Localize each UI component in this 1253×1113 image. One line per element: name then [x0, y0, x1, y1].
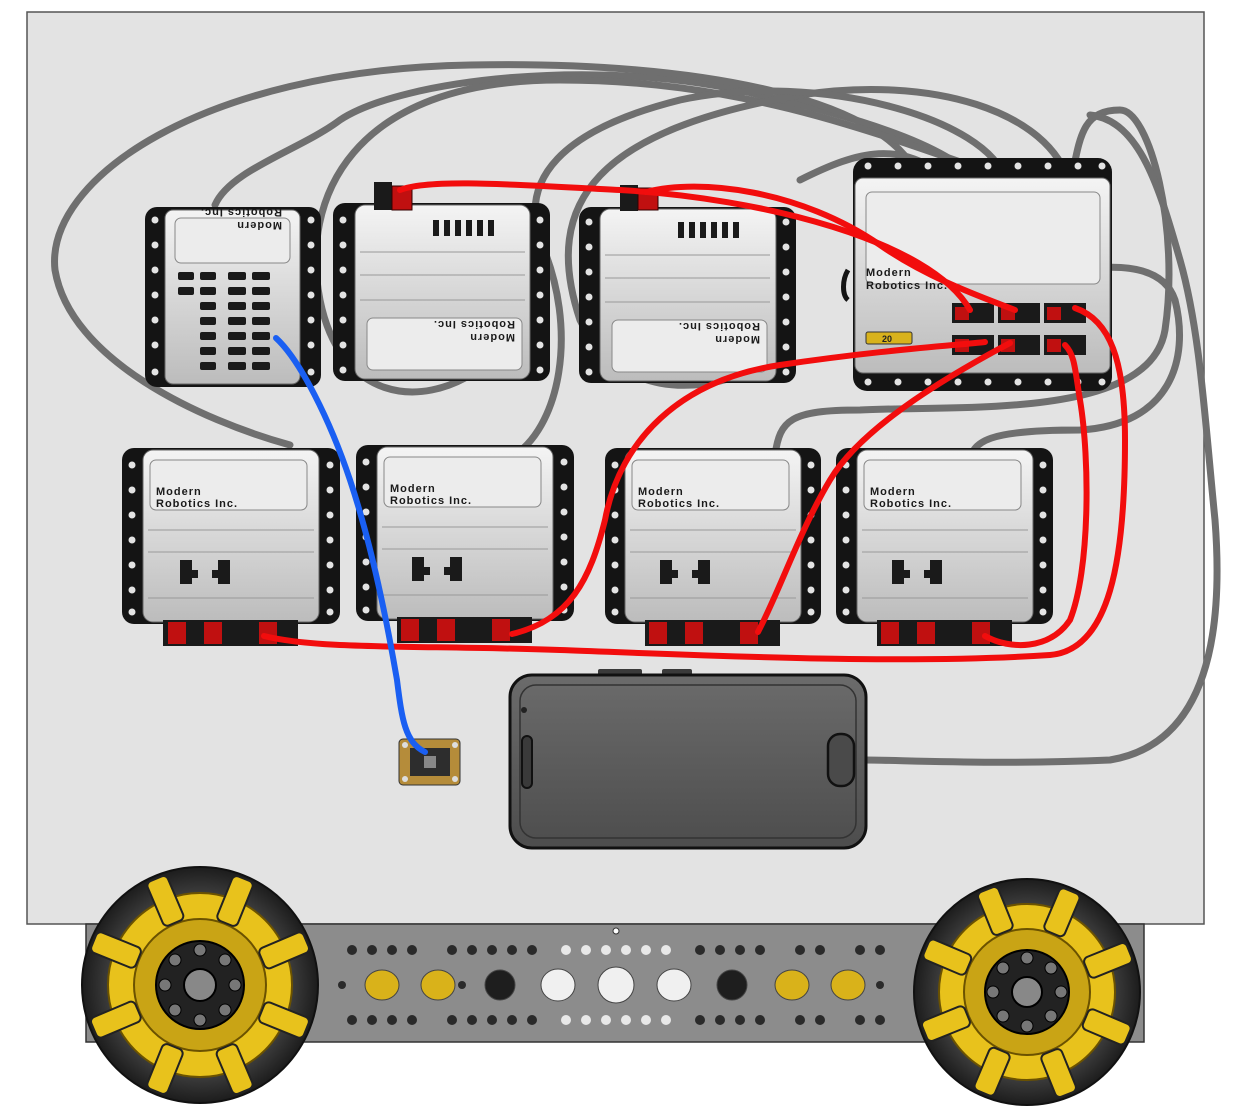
brand-label-motor1-line1: Modern	[156, 486, 202, 498]
motor-controller-3: Modern Robotics Inc.	[605, 448, 821, 646]
brand-label-dim-line2: Robotics Inc.	[200, 206, 282, 218]
mecanum-wheel-right	[913, 878, 1141, 1106]
brand-label-pdm-line1: Modern	[866, 267, 912, 279]
sensor-board	[398, 738, 461, 786]
brand-label-motor2-line1: Modern	[390, 483, 436, 495]
mecanum-wheel-left	[81, 866, 319, 1104]
servo-controller-2: Modern Robotics Inc.	[579, 185, 796, 383]
i2c-wire	[273, 335, 428, 755]
motor-controller-1: Modern Robotics Inc.	[122, 448, 340, 646]
brand-label-servo2-line2: Robotics Inc.	[678, 320, 760, 332]
servo-controller-1: Modern Robotics Inc.	[333, 182, 550, 381]
power-wires	[261, 180, 1128, 663]
brand-label-motor2-line2: Robotics Inc.	[390, 495, 472, 507]
brand-label-pdm-line2: Robotics Inc.	[866, 280, 948, 292]
fuse-label: 20	[882, 334, 892, 344]
brand-label-motor4-line1: Modern	[870, 486, 916, 498]
brand-label-motor4-line2: Robotics Inc.	[870, 498, 952, 510]
motor-controller-4: Modern Robotics Inc.	[836, 448, 1053, 646]
motor-controller-2: Modern Robotics Inc.	[356, 445, 574, 643]
power-distribution-module: Modern Robotics Inc. 20	[841, 158, 1112, 391]
brand-label-motor1-line2: Robotics Inc.	[156, 498, 238, 510]
robot-controller-phone	[508, 669, 868, 850]
brand-label-motor3-line2: Robotics Inc.	[638, 498, 720, 510]
device-interface-module: Modern Robotics Inc.	[145, 206, 321, 387]
brand-label-servo1-line1: Modern	[469, 331, 515, 343]
brand-label-dim-line1: Modern	[236, 219, 282, 231]
brand-label-servo1-line2: Robotics Inc.	[433, 318, 515, 330]
brand-label-servo2-line1: Modern	[714, 333, 760, 345]
brand-label-motor3-line1: Modern	[638, 486, 684, 498]
